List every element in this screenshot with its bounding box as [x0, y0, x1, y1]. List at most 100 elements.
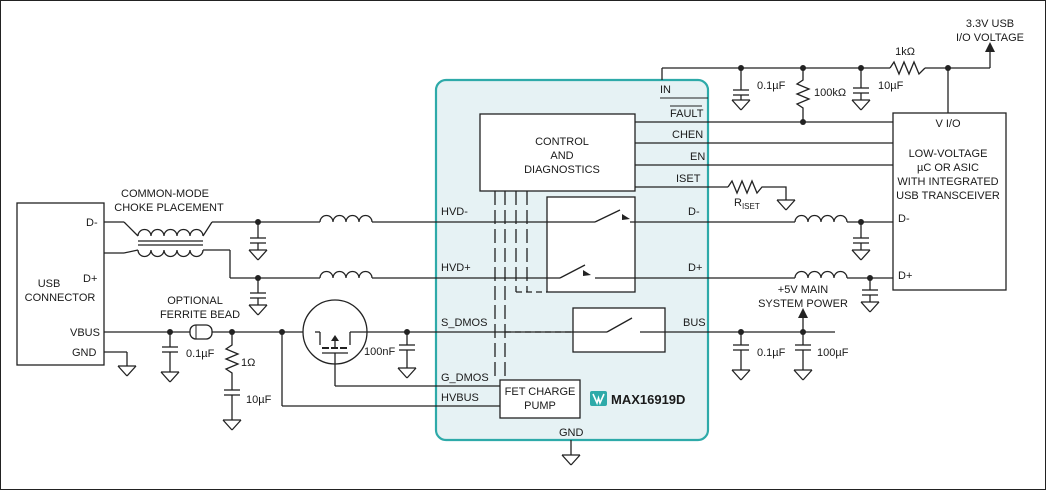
junction-dot	[945, 65, 951, 71]
pin-hvd-minus: HVD-	[441, 206, 468, 218]
pin-d-minus: D-	[688, 206, 700, 218]
choke-label-2: CHOKE PLACEMENT	[114, 202, 224, 214]
right-d-plus-line	[708, 270, 893, 279]
mcu-vio-label: V I/O	[935, 118, 961, 130]
resistor-100k	[795, 68, 811, 122]
bus-switch-block	[572, 307, 666, 353]
mcu-name-4: USB TRANSCEIVER	[896, 190, 1000, 202]
cap-in	[732, 89, 750, 96]
resistor-1k	[889, 60, 926, 76]
switch-d-minus	[436, 209, 708, 223]
left-d-minus-line	[104, 214, 436, 237]
riset-gnd-icon	[776, 199, 796, 211]
riset-label: RISET	[734, 197, 760, 211]
esd-cap	[249, 237, 267, 244]
pin-gnd: GND	[559, 427, 584, 439]
pin-hvd-plus: HVD+	[441, 262, 471, 274]
control-signal-wires	[635, 97, 708, 188]
riset-resistor	[708, 179, 787, 200]
resistor-1ohm-label: 1Ω	[241, 357, 255, 369]
pin-iset: ISET	[676, 173, 701, 185]
cap-100n-label: 100nF	[364, 346, 395, 358]
control-diagnostics-block	[479, 113, 636, 192]
cap-in-gnd-icon	[731, 99, 751, 111]
esd-cap	[852, 237, 870, 244]
vbus-cap	[161, 346, 179, 353]
ic-gnd-icon	[561, 454, 581, 466]
control-label-2: AND	[550, 150, 573, 162]
cap-10u	[852, 87, 870, 94]
connector-d-minus: D-	[86, 217, 98, 229]
connector-name-1: USB	[38, 278, 61, 290]
pin-chen: CHEN	[672, 129, 703, 141]
mcu-name-3: WITH INTEGRATED	[897, 176, 998, 188]
cap-10u-gnd-icon	[851, 99, 871, 111]
cap-10u-vbus-gnd-icon	[222, 419, 242, 431]
pump-label-2: PUMP	[524, 400, 556, 412]
switch-d-plus	[436, 264, 708, 279]
ferrite-bead-icon	[189, 324, 213, 340]
ic-part-number: MAX16919D	[611, 392, 685, 407]
esd-cap	[249, 292, 267, 299]
maxim-logo-icon	[590, 391, 607, 406]
main-power-label-2: SYSTEM POWER	[758, 298, 848, 310]
mcu-d-minus: D-	[898, 213, 910, 225]
usb-voltage-label-1: 3.3V USB	[966, 18, 1014, 30]
pin-hvbus: HVBUS	[441, 392, 479, 404]
mcu-name-1: LOW-VOLTAGE	[909, 148, 988, 160]
data-switch-block	[546, 196, 636, 293]
pin-d-plus: D+	[688, 262, 702, 274]
switch-bus	[436, 317, 708, 333]
ferrite-label-2: FERRITE BEAD	[160, 309, 240, 321]
connector-gnd-icon	[117, 365, 137, 377]
left-d-plus-line	[104, 249, 436, 279]
mcu-d-plus: D+	[898, 270, 912, 282]
junction-dot	[800, 119, 806, 125]
cap-10u-vbus-label: 10µF	[246, 394, 272, 406]
dmos-fet-internals	[315, 331, 436, 387]
main-power-arrow-icon	[798, 308, 808, 318]
pump-wires	[436, 385, 500, 407]
bus-cap2	[794, 344, 812, 351]
mcu-block	[892, 112, 1007, 291]
pin-fault: FAULT	[670, 108, 704, 120]
connector-gnd: GND	[72, 347, 97, 359]
main-power-label-1: +5V MAIN	[778, 284, 828, 296]
cap-10u-vbus	[223, 389, 241, 396]
usb-voltage-arrow-icon	[985, 42, 995, 52]
bus-cap1-label: 0.1µF	[757, 347, 786, 359]
usb-voltage-label-2: I/O VOLTAGE	[956, 32, 1024, 44]
bus-cap1	[732, 344, 750, 351]
esd-gnd-icon	[248, 304, 268, 316]
vbus-cap-gnd-icon	[160, 371, 180, 383]
hvbus-wire	[281, 332, 436, 407]
esd-cap	[861, 289, 879, 296]
cap-100n-gnd-icon	[397, 367, 417, 379]
bus-cap2-gnd-icon	[793, 369, 813, 381]
pin-g-dmos: G_DMOS	[441, 372, 489, 384]
usb-connector-block	[16, 202, 105, 366]
esd-gnd-icon	[248, 249, 268, 261]
connector-d-plus: D+	[83, 273, 97, 285]
esd-gnd-icon	[860, 301, 880, 313]
pump-label-1: FET CHARGE	[505, 386, 576, 398]
pin-s-dmos: S_DMOS	[441, 317, 487, 329]
mcu-name-2: µC OR ASIC	[917, 162, 979, 174]
cap-100n	[398, 344, 416, 351]
pin-in: IN	[660, 84, 671, 96]
resistor-1k-label: 1kΩ	[895, 46, 915, 58]
cap-in-label: 0.1µF	[757, 80, 786, 92]
common-mode-choke	[137, 228, 204, 258]
control-label-1: CONTROL	[535, 136, 589, 148]
connector-name-2: CONNECTOR	[25, 292, 96, 304]
resistor-100k-label: 100kΩ	[814, 87, 846, 99]
control-label-3: DIAGNOSTICS	[524, 164, 600, 176]
bus-cap2-label: 100µF	[817, 347, 849, 359]
esd-gnd-icon	[851, 249, 871, 261]
right-d-minus-line	[708, 214, 893, 223]
vbus-cap-label: 0.1µF	[186, 348, 215, 360]
charge-pump-block	[499, 379, 581, 419]
ferrite-label-1: OPTIONAL	[167, 295, 223, 307]
resistor-1ohm	[224, 332, 240, 390]
